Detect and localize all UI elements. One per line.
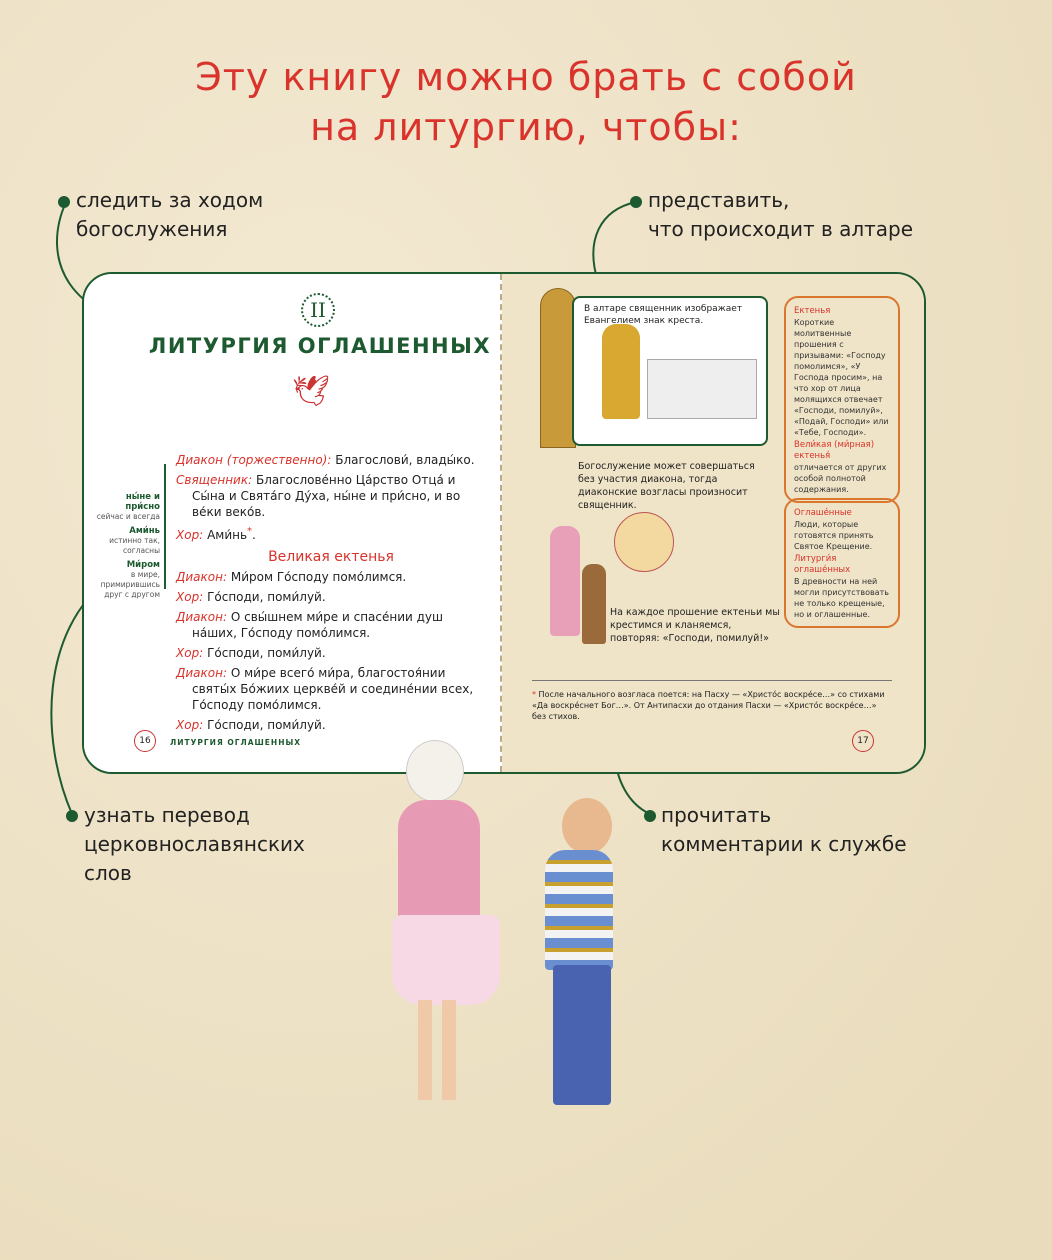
line: Диакон: О ми́ре всего́ ми́ра, благостоя́… [176, 666, 474, 712]
bullet-dot [58, 196, 70, 208]
page-number: 16 [134, 730, 156, 752]
page-number: 17 [852, 730, 874, 752]
bullet-dot [66, 810, 78, 822]
dove-icon: 🕊 [292, 374, 331, 409]
book-spread: II ЛИТУРГИЯ ОГЛАШЕННЫХ 🕊 ны́не и при́сно… [82, 272, 926, 774]
right-page: В алтаре священник изображает Евангелием… [502, 274, 924, 772]
line: Хор: Го́споди, поми́луй. [176, 646, 326, 660]
children-illustration [550, 526, 580, 636]
boy-illustration [582, 564, 606, 644]
left-page: II ЛИТУРГИЯ ОГЛАШЕННЫХ 🕊 ны́не и при́сно… [84, 274, 502, 772]
hand-sign-illustration [614, 512, 674, 572]
priest-illustration [602, 324, 640, 419]
line: Хор: Го́споди, поми́луй. [176, 590, 326, 604]
line: Хор: Го́споди, поми́луй. [176, 718, 326, 732]
callout-altar: представить,что происходит в алтаре [648, 188, 914, 241]
line: Священник: Благослове́нно Ца́рство Отца́… [176, 473, 461, 519]
footnote: * После начального возгласа поется: на П… [532, 680, 892, 722]
bullet-dot [644, 810, 656, 822]
altar-illustration [647, 359, 757, 419]
section-heading: Великая ектенья [268, 549, 394, 565]
chapter-number: II [301, 293, 335, 327]
arrow-2 [592, 201, 637, 283]
line: Диакон: Ми́ром Го́споду помо́лимся. [176, 570, 407, 584]
line: Хор: Ами́нь*. [176, 526, 256, 542]
glossary-divider [164, 464, 166, 589]
bow-note: На каждое прошение ектеньи мы крестимся … [610, 607, 780, 644]
line: Диакон: О свы́шнем ми́ре и спасе́нии душ… [176, 610, 444, 640]
bullet-dot [630, 196, 642, 208]
iconostasis-illustration [540, 288, 576, 448]
chapter-title: ЛИТУРГИЯ ОГЛАШЕННЫХ [148, 334, 492, 358]
deacon-note: Богослужение может совершаться без участ… [578, 461, 755, 511]
running-head: ЛИТУРГИЯ ОГЛАШЕННЫХ [170, 738, 302, 747]
liturgy-text: Диакон (торжественно): Благослови́, влад… [176, 452, 486, 737]
line: Диакон (торжественно): Благослови́, влад… [176, 453, 475, 467]
